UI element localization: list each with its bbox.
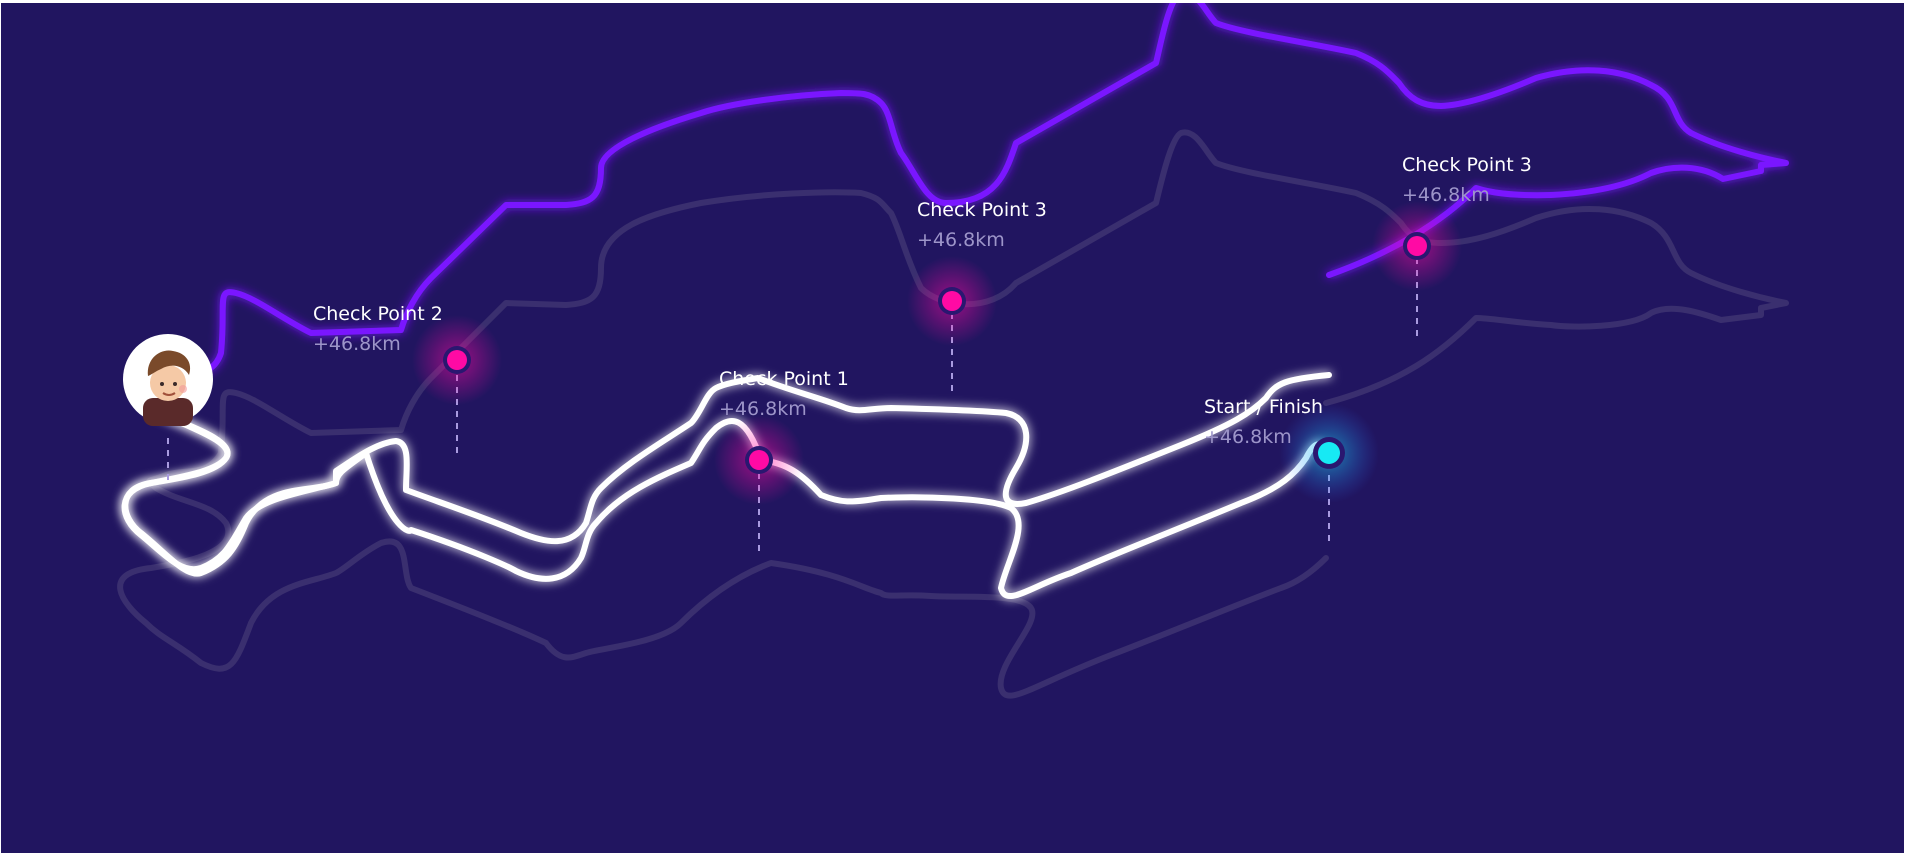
checkpoint-label-cp3a: Check Point 3 [917,199,1047,221]
checkpoint-distance-cp3b: +46.8km [1402,184,1490,206]
checkpoint-label-cp3b: Check Point 3 [1402,154,1532,176]
track-upcoming-path [188,3,1789,376]
checkpoint-label-cp2: Check Point 2 [313,303,443,325]
checkpoint-dot-cp1[interactable] [745,446,773,474]
route-track-canvas [117,3,1789,699]
checkpoint-distance-start: +46.8km [1204,426,1292,448]
checkpoint-label-start: Start / Finish [1204,396,1323,418]
checkpoint-label-cp1: Check Point 1 [719,368,849,390]
track-completed-path [121,372,1332,573]
route-map: Check Point 2 +46.8km Check Point 1 +46.… [1,3,1904,853]
checkpoint-dot-start[interactable] [1313,437,1345,469]
checkpoint-dot-cp2[interactable] [443,346,471,374]
checkpoint-distance-cp1: +46.8km [719,398,807,420]
checkpoint-dot-cp3b[interactable] [1403,232,1431,260]
checkpoint-distance-cp2: +46.8km [313,333,401,355]
user-avatar-icon[interactable] [123,334,213,426]
checkpoint-dot-cp3a[interactable] [938,287,966,315]
checkpoint-distance-cp3a: +46.8km [917,229,1005,251]
